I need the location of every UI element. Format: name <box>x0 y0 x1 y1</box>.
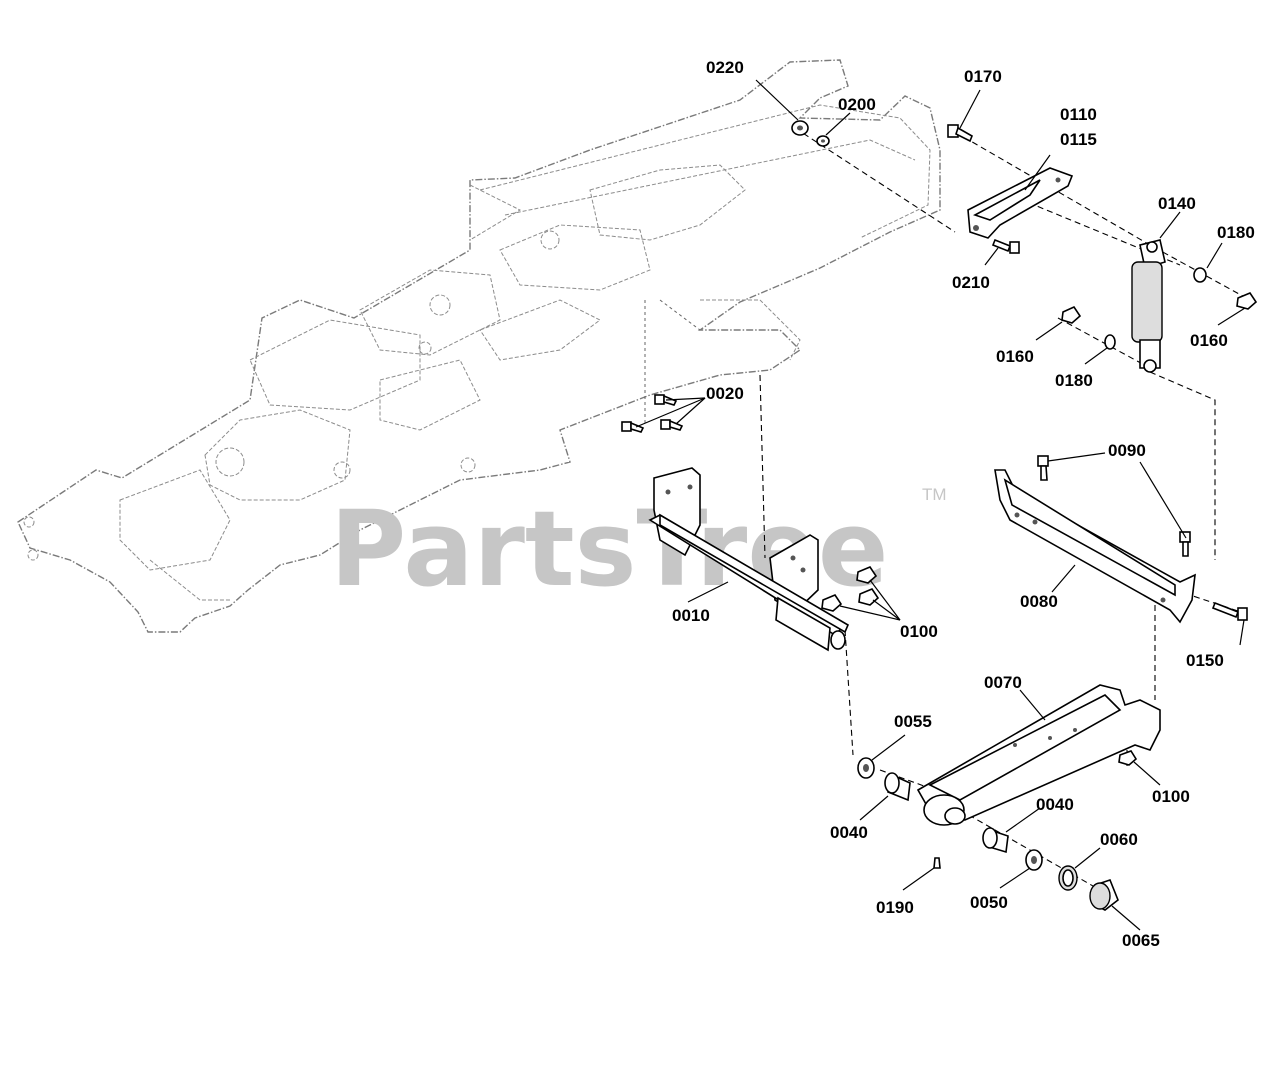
part-0160-nut-upper <box>1236 292 1258 310</box>
callout-0055: 0055 <box>894 712 932 731</box>
callout-0050: 0050 <box>970 893 1008 912</box>
callout-0020: 0020 <box>706 384 744 403</box>
part-0140-shock-absorber <box>1131 239 1166 373</box>
callout-0170: 0170 <box>964 67 1002 86</box>
callout-0100-upper: 0100 <box>900 622 938 641</box>
callout-0150: 0150 <box>1186 651 1224 670</box>
part-0020-screws <box>621 394 684 433</box>
tractor-frame <box>17 59 941 633</box>
callout-0115: 0115 <box>1060 130 1097 149</box>
part-0090-bolts <box>1037 455 1191 557</box>
leader-lines <box>635 79 1246 931</box>
callout-0180-lower: 0180 <box>1055 371 1093 390</box>
part-0150-bolt <box>1211 601 1248 621</box>
callout-0040-right: 0040 <box>1036 795 1074 814</box>
part-0065-cap <box>1089 879 1119 911</box>
part-0060-ring <box>1058 865 1078 891</box>
part-0100-nuts-upper <box>821 566 880 612</box>
callout-0210: 0210 <box>952 273 990 292</box>
part-0170-bolt <box>947 124 974 143</box>
callout-0060: 0060 <box>1100 830 1138 849</box>
callout-0200: 0200 <box>838 95 876 114</box>
part-0180-washer-lower <box>1104 334 1116 350</box>
part-0040-bushing-right <box>982 827 1009 854</box>
callout-labels: 0220 0200 0170 0110 0115 0140 0180 0210 … <box>672 58 1255 950</box>
part-0100-nut-lower <box>1118 750 1138 766</box>
callout-0160-left: 0160 <box>996 347 1034 366</box>
part-0210-bolt <box>991 238 1020 254</box>
part-0080-crossbar <box>994 469 1196 624</box>
part-0160-nut-lower <box>1061 305 1082 324</box>
part-0040-bushing-left <box>884 772 911 802</box>
part-0220-washer <box>791 120 809 136</box>
part-0070-front-axle <box>916 684 1161 826</box>
callout-0190: 0190 <box>876 898 914 917</box>
part-0050-washer <box>1025 849 1043 871</box>
callout-0220: 0220 <box>706 58 744 77</box>
part-0200-washer <box>816 135 830 147</box>
part-0010-axle-mount <box>648 467 850 652</box>
callout-0040-left: 0040 <box>830 823 868 842</box>
callout-0100-lower: 0100 <box>1152 787 1190 806</box>
part-0110-bracket <box>967 167 1074 239</box>
part-0180-washer-upper <box>1193 267 1207 283</box>
callout-0110: 0110 <box>1060 105 1097 124</box>
callout-0090: 0090 <box>1108 441 1146 460</box>
part-0055-washer <box>857 757 875 779</box>
watermark-trademark: TM <box>922 485 947 504</box>
callout-0080: 0080 <box>1020 592 1058 611</box>
callout-0070: 0070 <box>984 673 1022 692</box>
callout-0010: 0010 <box>672 606 710 625</box>
callout-0065: 0065 <box>1122 931 1160 950</box>
part-0190-grease-fitting <box>933 857 941 869</box>
callout-0160-right: 0160 <box>1190 331 1228 350</box>
watermark: PartsTree TM <box>330 485 947 610</box>
callout-0140: 0140 <box>1158 194 1196 213</box>
callout-0180-upper: 0180 <box>1217 223 1255 242</box>
